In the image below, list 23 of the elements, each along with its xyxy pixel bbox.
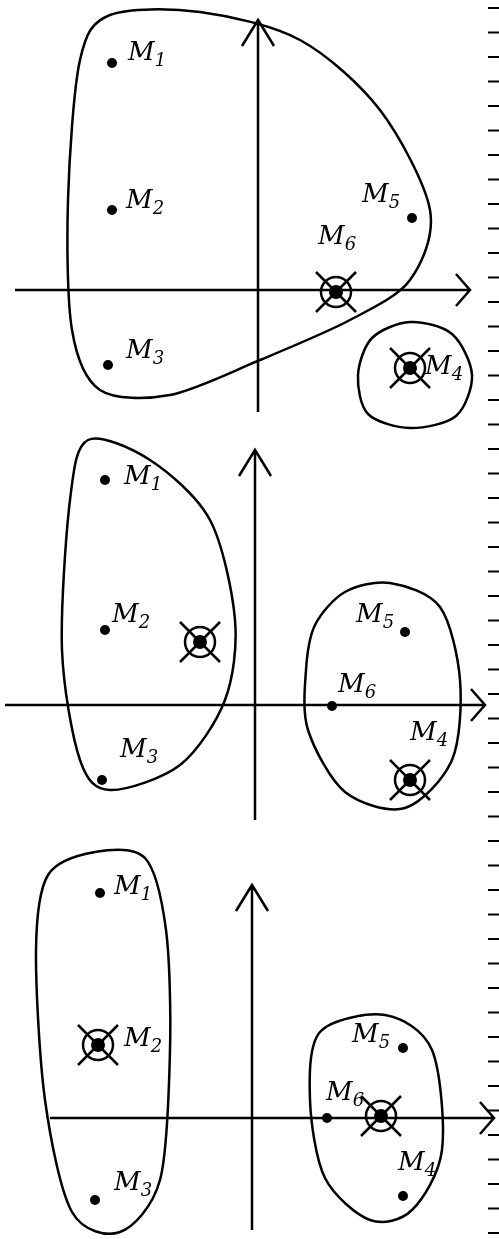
point-label: M$_{3}$ [114, 1168, 153, 1200]
point-label: M$_{1}$ [124, 462, 163, 494]
cluster-outline [32, 848, 174, 1236]
cluster-outline [354, 318, 476, 432]
cluster-outline [306, 1011, 446, 1224]
point-label: M$_{1}$ [128, 38, 167, 70]
point-label: M$_{4}$ [425, 352, 464, 384]
point-label: M$_{3}$ [120, 735, 159, 767]
point-label: M$_{4}$ [410, 718, 449, 750]
cluster-outline [58, 436, 239, 794]
point-label: M$_{5}$ [352, 1020, 391, 1052]
point-label: M$_{6}$ [318, 222, 357, 254]
point-label: M$_{3}$ [126, 336, 165, 368]
point-label: M$_{6}$ [338, 670, 377, 702]
point-label: M$_{5}$ [356, 600, 395, 632]
point-label: M$_{2}$ [124, 1024, 163, 1056]
point-label: M$_{4}$ [398, 1148, 437, 1180]
cluster-outline [302, 579, 464, 812]
point-label: M$_{2}$ [112, 600, 151, 632]
point-label: M$_{2}$ [126, 186, 165, 218]
point-label: M$_{1}$ [114, 872, 153, 904]
point-label: M$_{6}$ [326, 1078, 365, 1110]
point-label: M$_{5}$ [362, 180, 401, 212]
